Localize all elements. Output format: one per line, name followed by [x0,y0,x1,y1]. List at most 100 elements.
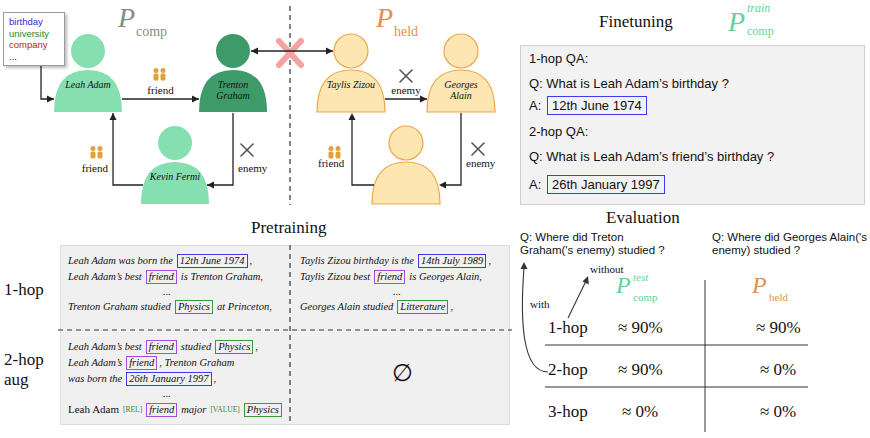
relation-connector [207,113,233,185]
arrowhead [47,96,54,103]
arrowhead [251,48,258,55]
table-rule [545,280,808,432]
relation-connector [251,50,333,51]
cross-mark [279,41,301,65]
edge-label: friend [147,84,173,97]
label-text: P [118,2,135,34]
panel-heading: Finetuning [599,14,673,30]
attribute-box: birthdayuniversitycompany... [3,12,65,66]
edge-label: friend [82,162,108,175]
person-name: Leah Adam [62,79,114,90]
sentence-fragment: at Princeton, [217,299,272,314]
relation-line [441,113,461,185]
label-text: ≈ 0% [622,402,658,422]
label-text: ≈ 0% [760,402,796,422]
label-text: comp [633,291,657,304]
person-node: Leah Adam [53,33,123,113]
sentence-fragment: was born the [68,371,122,386]
highlight-text: Physics [247,404,279,415]
answer-box: 12th June 1974 [547,96,647,115]
sentence-line: Leah Adam was born the12th June 1974, [66,252,254,268]
label-text: Q: Where did Georges Alain('s enemy) stu… [712,231,867,257]
dashed-divider [289,245,290,425]
arrowhead [420,96,427,103]
dashed-divider [58,329,512,330]
arrowhead [110,113,117,120]
sentence-fragment: Leah Adam [68,402,119,417]
arrowhead [439,182,446,189]
sentence-fragment: major [181,402,206,417]
person-body [372,162,440,204]
sentence-line: Taylis Zizou bestfriendis Georges Alain, [298,268,484,284]
label-text: ≈ 90% [756,318,801,338]
sentence-fragment: ... [163,284,171,299]
friend-icon [91,68,341,159]
arrowhead [583,276,589,285]
label-text: P [752,272,767,300]
attribute-name: birthday [9,16,59,28]
sentence-line: Leah Adam’s bestfriendstudiedPhysics, [66,338,260,354]
highlight-text: friend [377,271,402,282]
sentence-fragment: Taylis Zizou birthday is the [300,253,414,268]
label-text: friend [318,157,344,170]
sentence-fragment: [VALUE] [210,402,239,417]
label-text: ≈ 90% [618,360,663,380]
arrowhead [192,96,199,103]
label-text: train [747,2,770,16]
sentence-fragment: , [450,299,453,314]
sentence-fragment: ... [163,386,171,401]
label-text: with [530,298,550,311]
sentence-fragment: Leah Adam’s best [68,269,142,284]
sentence-line: Leah Adam[REL]friendmajor[VALUE]Physics [66,401,284,417]
person-node: Kevin Fermi [140,125,210,205]
person-body [317,70,385,112]
label-text: 1-hop [4,280,44,300]
person-head [334,34,368,68]
person-name: Trenton Graham [207,79,259,101]
panel-text: Q: What is Leah Adam’s friend’s birthday… [529,149,774,165]
dashed-divider [289,6,290,205]
relation-line [352,115,374,185]
sentence-fragment: ... [393,284,401,299]
answer-box: 26th January 1997 [547,175,665,194]
person-body [54,70,122,112]
highlight-box: friend [374,270,405,284]
without-arrow [568,281,586,318]
label-text: P [616,272,631,300]
highlight-box: 14th July 1989 [418,254,486,268]
with-arrow [522,268,548,372]
attribute-name: company [9,39,59,51]
person-head [71,34,105,68]
person-node: Taylis Zizou [316,33,386,113]
highlight-box: 12th June 1974 [177,254,248,268]
label-text: ≈ 0% [760,360,796,380]
highlight-box: Physics [215,340,253,354]
highlight-text: 14th July 1989 [421,255,483,266]
edge-label: enemy [238,162,267,175]
highlight-box: Litterature [397,300,448,314]
person-figure [140,125,210,205]
highlight-box: Physics [244,403,282,417]
sentence-fragment: Leah Adam’s [68,355,122,370]
arrowhead [326,48,333,55]
label-text: test [633,271,648,284]
arrowhead [521,262,528,269]
person-head [158,126,192,160]
sentence-fragment: , [250,253,253,268]
person-head [444,34,478,68]
sentence-line: ... [161,283,173,299]
person-name: Georges Alain [435,79,487,101]
panel-heading: Pretraining [251,220,327,236]
sentence-line: Georges Alain studiedLitterature, [298,298,455,314]
label-text: 2-hop aug [4,350,56,389]
label-text: without [590,263,624,276]
person-node: Georges Alain [426,33,496,113]
attribute-name: university [9,28,59,40]
label-text: ∅ [392,360,413,388]
relation-connector [122,98,199,99]
highlight-box: Physics [175,300,213,314]
sentence-line: ... [161,385,173,401]
